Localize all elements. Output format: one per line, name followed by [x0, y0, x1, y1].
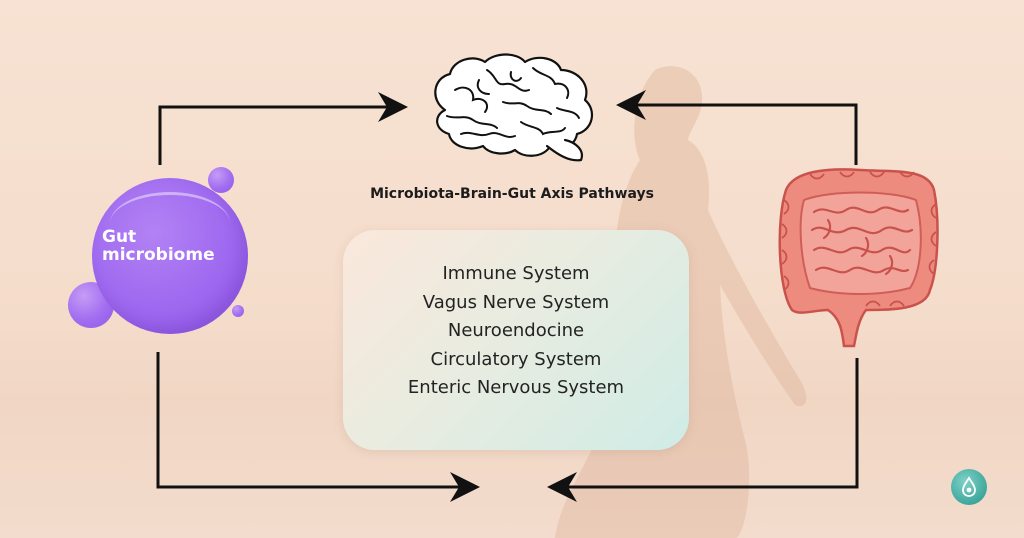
arrow-intestine-to-bottom [547, 358, 859, 502]
arrow-intestine-to-brain [616, 90, 858, 165]
pathway-item: Enteric Nervous System [407, 377, 625, 398]
brain-icon [434, 53, 594, 162]
pathway-item: Circulatory System [430, 348, 602, 370]
pathway-item: Immune System [442, 263, 590, 284]
pathway-item: Neuroendocine [447, 320, 585, 341]
small-bubble-icon [232, 305, 244, 317]
diagram-title: Microbiota-Brain-Gut Axis Pathways [370, 186, 654, 202]
drop-logo-icon [951, 469, 987, 505]
pathways-list: Immune System Vagus Nerve System Neuroen… [343, 260, 689, 403]
drop-logo-glyph-icon [962, 476, 976, 497]
pathway-item: Vagus Nerve System [422, 291, 610, 313]
arrow-microbiome-to-brain [158, 92, 408, 165]
small-bubble-icon [208, 167, 234, 193]
gut-microbiome-label: Gut microbiome [102, 228, 242, 264]
pathways-box: Immune System Vagus Nerve System Neuroen… [343, 230, 689, 450]
gut-microbiome-label-line2: microbiome [102, 245, 215, 265]
gut-microbiome-label-line1: Gut [102, 227, 137, 247]
gut-microbiome-bubble [92, 178, 248, 334]
intestine-icon [778, 168, 939, 348]
arrow-microbiome-to-bottom [156, 352, 480, 502]
